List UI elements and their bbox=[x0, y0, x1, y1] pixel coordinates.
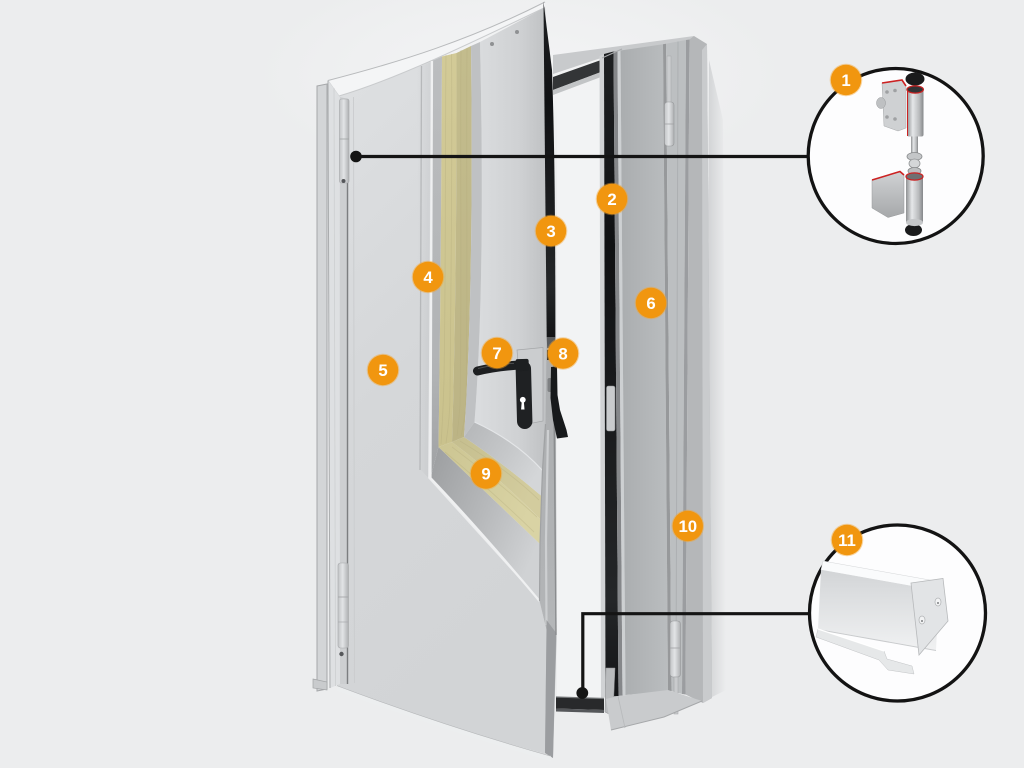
svg-text:10: 10 bbox=[678, 517, 697, 536]
svg-text:4: 4 bbox=[423, 268, 433, 287]
svg-text:3: 3 bbox=[546, 222, 555, 241]
svg-text:9: 9 bbox=[481, 465, 490, 484]
svg-text:6: 6 bbox=[646, 294, 655, 313]
svg-text:1: 1 bbox=[841, 71, 850, 90]
svg-text:2: 2 bbox=[607, 190, 616, 209]
svg-text:8: 8 bbox=[558, 345, 567, 364]
svg-text:11: 11 bbox=[838, 531, 856, 550]
svg-text:5: 5 bbox=[378, 361, 387, 380]
svg-text:7: 7 bbox=[492, 344, 501, 363]
